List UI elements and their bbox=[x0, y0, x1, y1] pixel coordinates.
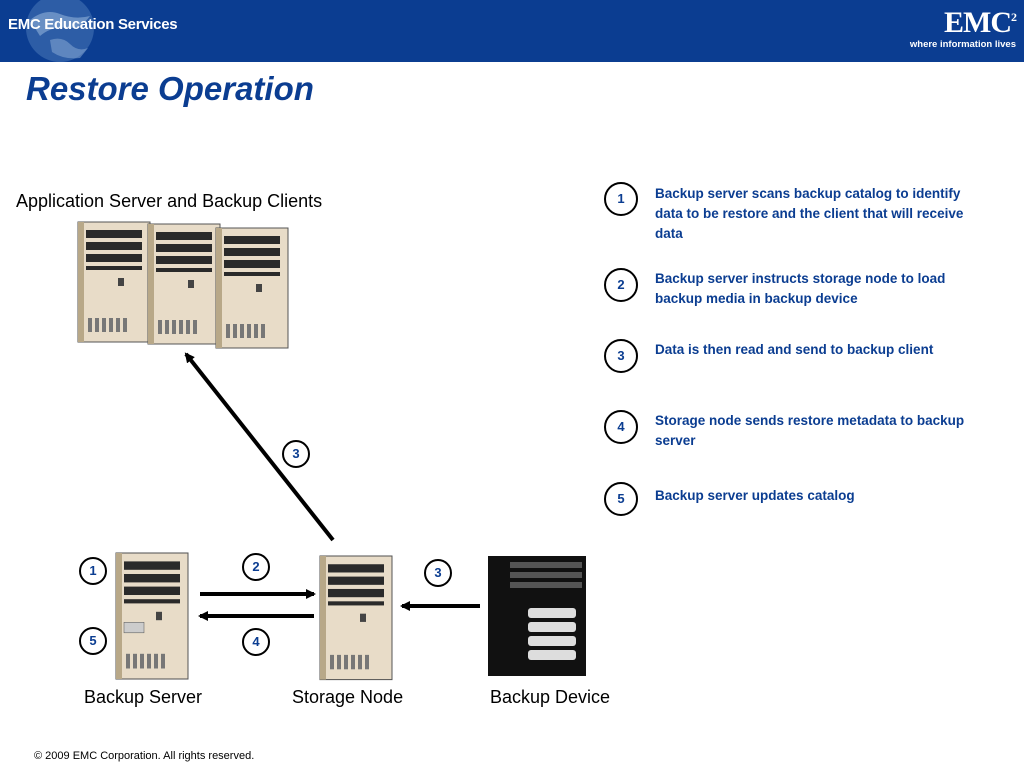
storage-node-label: Storage Node bbox=[292, 687, 404, 707]
application-server-3 bbox=[215, 227, 289, 349]
emc-logo: EMC2 where information lives bbox=[904, 6, 1017, 56]
step-badge-4: 4 bbox=[604, 410, 638, 444]
backup-server bbox=[115, 552, 189, 680]
storage-node bbox=[319, 555, 393, 681]
copyright-footer: © 2009 EMC Corporation. All rights reser… bbox=[34, 750, 255, 762]
step-badge-1: 1 bbox=[604, 182, 638, 216]
logo-text: EMC bbox=[944, 6, 1012, 39]
backup-device-label: Backup Device bbox=[490, 687, 611, 707]
diagram-badge-1: 1 bbox=[79, 557, 107, 585]
header-banner: EMC Education Services EMC2 where inform… bbox=[0, 0, 1024, 62]
step-text-2: Backup server instructs storage node to … bbox=[655, 271, 946, 306]
diagram-badge-3-upper: 3 bbox=[282, 440, 310, 468]
brand-text: EMC Education Services bbox=[8, 16, 178, 33]
step-text-3: Data is then read and send to backup cli… bbox=[655, 342, 934, 357]
application-server-1 bbox=[77, 221, 151, 343]
arrow-storage-node-to-app-servers bbox=[184, 352, 335, 542]
backup-device bbox=[488, 556, 586, 676]
app-servers-label: Application Server and Backup Clients bbox=[16, 191, 323, 211]
diagram-badge-2: 2 bbox=[242, 553, 270, 581]
diagram-badge-4: 4 bbox=[242, 628, 270, 656]
application-server-2 bbox=[147, 223, 221, 345]
diagram-badge-5: 5 bbox=[79, 627, 107, 655]
page-title: Restore Operation bbox=[26, 70, 314, 107]
step-badge-5: 5 bbox=[604, 482, 638, 516]
step-badge-3: 3 bbox=[604, 339, 638, 373]
globe-icon bbox=[26, 0, 94, 62]
diagram-badge-3-lower: 3 bbox=[424, 559, 452, 587]
step-text-1: Backup server scans backup catalog to id… bbox=[655, 186, 964, 241]
logo-superscript: 2 bbox=[1011, 10, 1017, 24]
step-text-5: Backup server updates catalog bbox=[655, 488, 855, 503]
step-badge-2: 2 bbox=[604, 268, 638, 302]
step-text-4: Storage node sends restore metadata to b… bbox=[655, 413, 965, 448]
backup-server-label: Backup Server bbox=[84, 687, 203, 707]
logo-tagline: where information lives bbox=[909, 39, 1016, 50]
